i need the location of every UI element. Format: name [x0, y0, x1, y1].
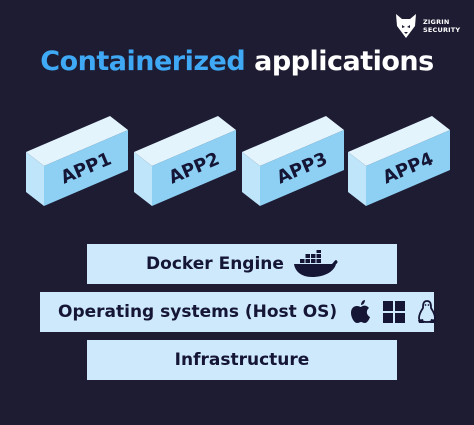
infrastructure-layer: Infrastructure — [87, 340, 397, 380]
app-containers: APP1 APP2 APP3 APP4 — [0, 110, 474, 220]
app-container-2: APP2 — [132, 110, 250, 210]
brand-line1: ZIGRIN — [423, 18, 450, 26]
docker-engine-label: Docker Engine — [146, 254, 284, 274]
fox-logo-icon — [396, 14, 416, 38]
host-os-layer: Operating systems (Host OS) — [40, 292, 437, 332]
windows-icon — [383, 301, 406, 323]
brand-line2: SECURITY — [423, 26, 461, 34]
app-container-3: APP3 — [240, 110, 358, 210]
title-accent: Containerized — [40, 46, 246, 77]
docker-engine-layer: Docker Engine — [87, 244, 397, 284]
brand-name: ZIGRIN SECURITY — [423, 18, 460, 34]
host-os-label: Operating systems (Host OS) — [58, 302, 338, 322]
page-title: Containerized applications — [0, 46, 474, 77]
app-container-1: APP1 — [24, 110, 142, 210]
infrastructure-label: Infrastructure — [174, 350, 310, 370]
os-icons — [351, 300, 449, 324]
brand-logo: ZIGRIN SECURITY — [394, 11, 468, 41]
apple-icon — [351, 300, 371, 323]
linux-tux-icon — [418, 300, 437, 323]
docker-whale-icon — [293, 250, 338, 277]
app-container-4: APP4 — [346, 110, 464, 210]
title-rest: applications — [254, 46, 434, 77]
